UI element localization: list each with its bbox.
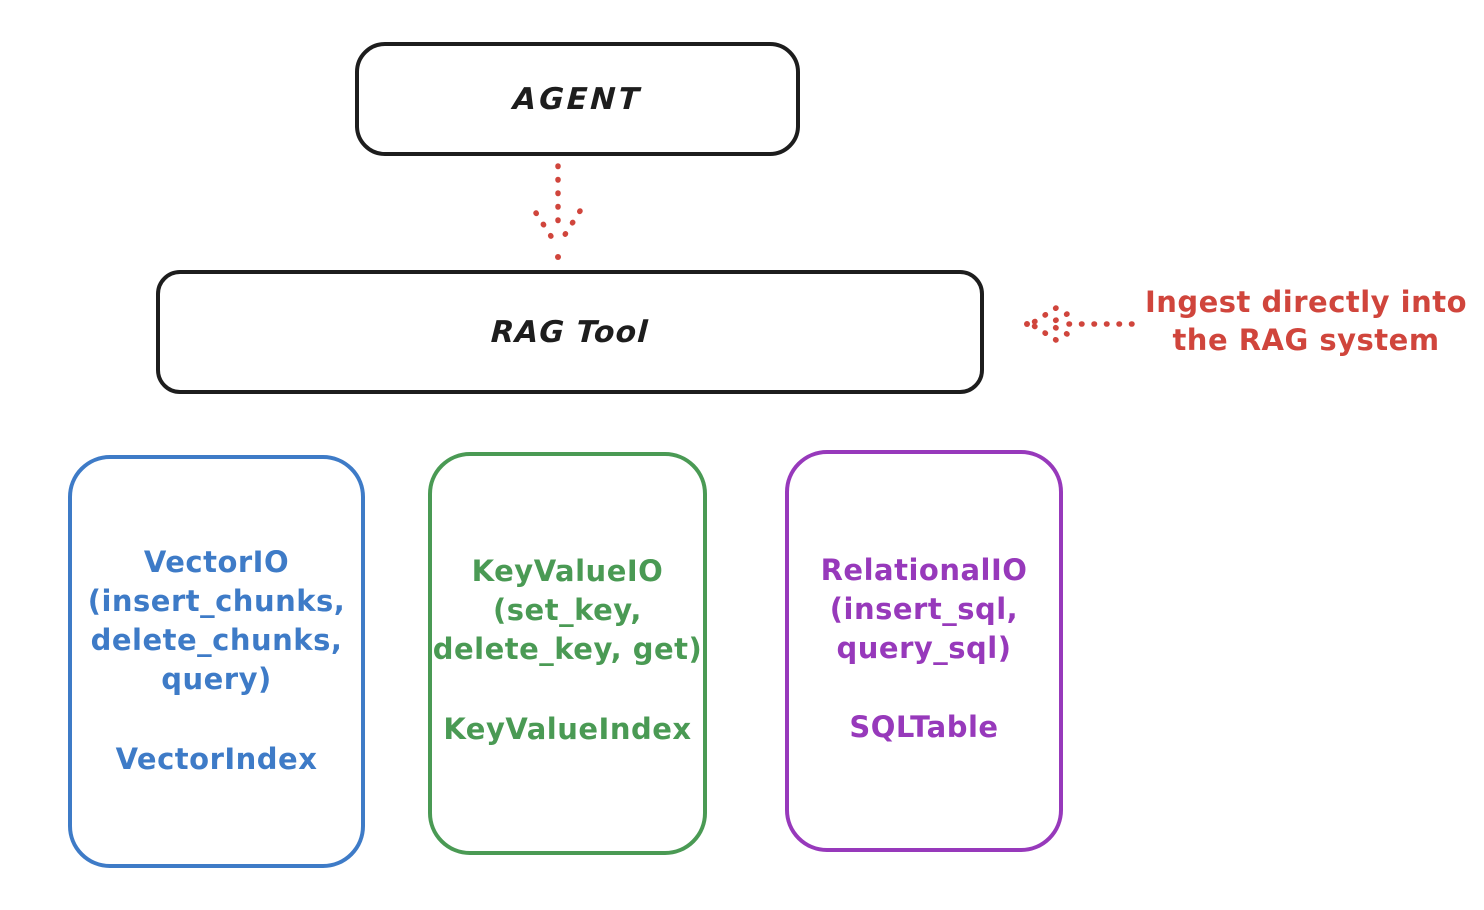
rag-tool-node-label: RAG Tool xyxy=(490,314,650,350)
agent-node: AGENT xyxy=(355,42,800,156)
ingest-annotation-line1: Ingest directly into xyxy=(1144,285,1468,319)
vector-io-title: VectorIO xyxy=(143,545,290,579)
rag-tool-node: RAG Tool xyxy=(156,270,984,394)
relational-io-methods-line2: query_sql) xyxy=(836,631,1012,665)
sql-table-label: SQLTable xyxy=(849,710,999,744)
ingest-annotation-line2: the RAG system xyxy=(1172,323,1440,357)
relational-io-title: RelationalIO xyxy=(820,553,1028,587)
keyvalue-io-title: KeyValueIO xyxy=(471,554,664,588)
keyvalue-index-label: KeyValueIndex xyxy=(443,712,692,746)
relational-io-methods-line1: (insert_sql, xyxy=(829,592,1019,626)
keyvalue-io-methods-line2: delete_key, get) xyxy=(432,632,703,666)
ingest-annotation: Ingest directly into the RAG system xyxy=(1128,283,1484,359)
vector-index-label: VectorIndex xyxy=(115,742,318,776)
vector-io-methods-line2: delete_chunks, xyxy=(90,623,343,657)
vector-io-methods-line3: query) xyxy=(161,662,272,696)
relational-io-card: RelationalIO (insert_sql, query_sql) SQL… xyxy=(785,450,1063,852)
arrow-ingest-to-rag-icon xyxy=(1024,305,1135,343)
vector-io-card: VectorIO (insert_chunks, delete_chunks, … xyxy=(68,455,365,868)
keyvalue-io-methods-line1: (set_key, xyxy=(493,593,642,627)
vector-io-methods-line1: (insert_chunks, xyxy=(87,584,346,618)
keyvalue-io-card: KeyValueIO (set_key, delete_key, get) Ke… xyxy=(428,452,707,855)
arrow-agent-to-rag-icon xyxy=(533,163,583,260)
agent-node-label: AGENT xyxy=(512,81,643,117)
